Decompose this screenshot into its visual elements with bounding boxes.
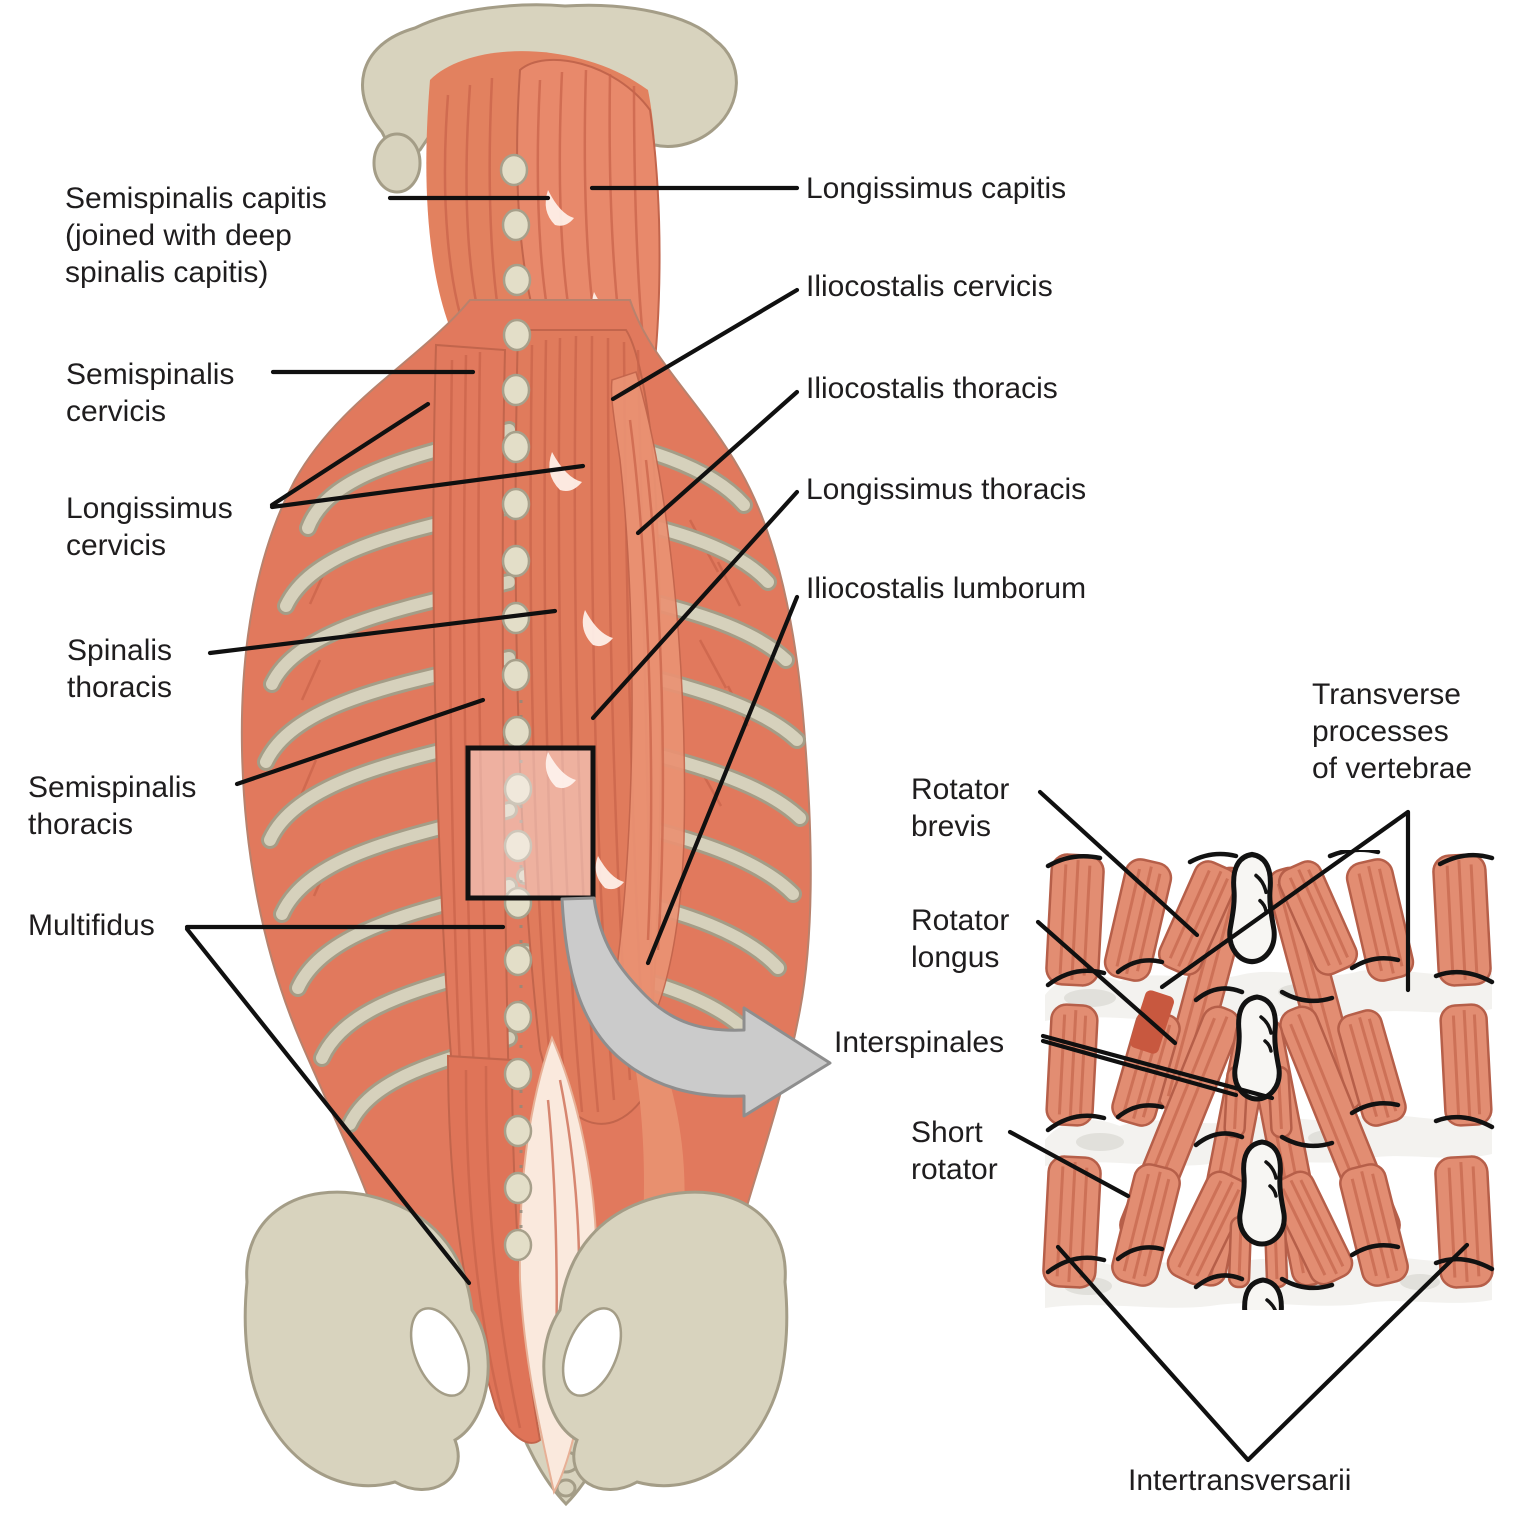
label-iliocostalis-cervicis: Iliocostalis cervicis [806, 270, 1053, 303]
leader-short-rotator [1007, 1129, 1131, 1199]
leader-spinalis-thoracis [207, 608, 558, 656]
label-longissimus-cervicis: Longissimus cervicis [66, 492, 233, 562]
leader-iliocostalis-lumborum [645, 594, 800, 966]
erector-spinae-muscles [432, 329, 686, 1144]
label-interspinales: Interspinales [834, 1026, 1005, 1059]
label-short-rotator: Short rotator [911, 1116, 998, 1186]
vertebral-column [499, 153, 533, 1270]
label-semispinalis-capitis: Semispinalis capitis (joined with deep s… [65, 182, 327, 289]
label-rotator-brevis: Rotator brevis [911, 773, 1010, 843]
label-rotator-longus: Rotator longus [911, 904, 1010, 974]
deep-muscle-inset [1042, 850, 1495, 1382]
leader-lines [184, 185, 1470, 1463]
label-semispinalis-cervicis: Semispinalis cervicis [66, 358, 235, 428]
leader-interspinales [1040, 1033, 1275, 1101]
label-iliocostalis-thoracis: Iliocostalis thoracis [806, 372, 1058, 405]
leader-longissimus-cervicis [269, 401, 586, 510]
label-multifidus: Multifidus [28, 909, 155, 942]
label-semispinalis-thoracis: Semispinalis thoracis [28, 771, 197, 841]
leader-rotator-brevis [1037, 789, 1200, 938]
highlight-box [465, 745, 596, 901]
label-iliocostalis-lumborum: Iliocostalis lumborum [806, 572, 1087, 605]
leader-iliocostalis-thoracis [635, 389, 800, 536]
leader-longissimus-thoracis [590, 489, 800, 721]
bone-outline-hooks [1045, 850, 1495, 1291]
leader-semispinalis-thoracis [234, 697, 486, 787]
label-intertransversarii: Intertransversarii [1128, 1464, 1352, 1497]
inset-zoom-arrow [560, 896, 832, 1118]
label-spinalis-thoracis: Spinalis thoracis [67, 634, 173, 704]
label-longissimus-thoracis: Longissimus thoracis [806, 473, 1087, 506]
leader-transverse-processes [1159, 809, 1411, 993]
label-transverse-processes: Transverse processes of vertebrae [1312, 678, 1473, 785]
label-longissimus-capitis: Longissimus capitis [806, 172, 1067, 205]
leader-iliocostalis-cervicis [610, 287, 800, 402]
leader-multifidus [184, 924, 506, 1286]
leader-intertransversarii [1055, 1242, 1470, 1463]
left-ribs [257, 421, 518, 1133]
leader-rotator-longus [1035, 919, 1178, 1046]
posterior-torso-figure [240, 3, 832, 1507]
